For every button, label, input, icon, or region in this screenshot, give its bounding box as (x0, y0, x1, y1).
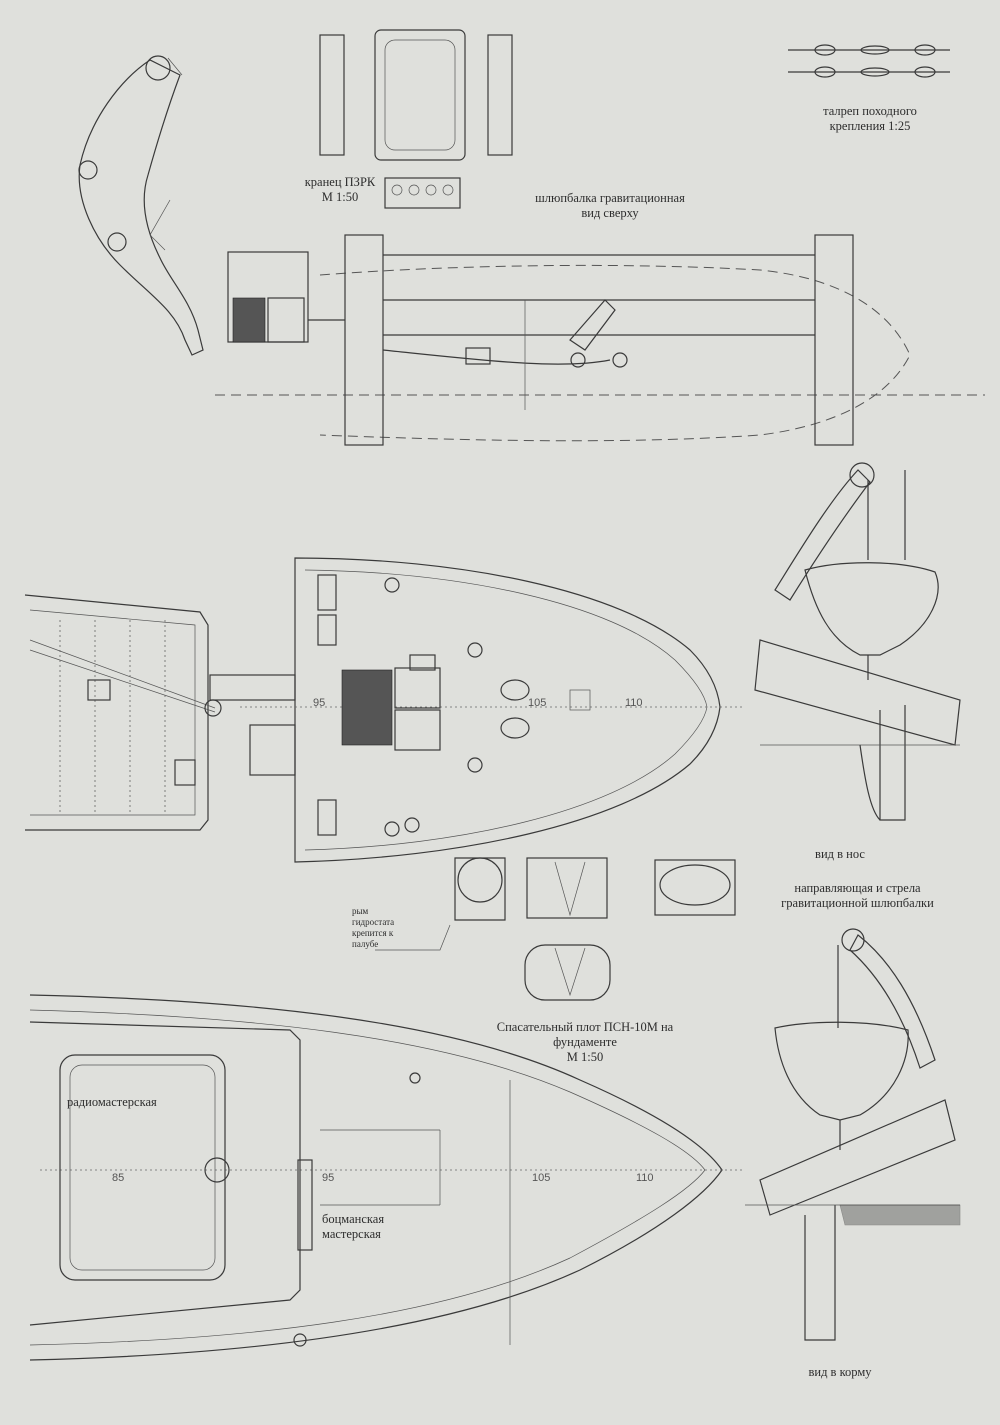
raft-title: Спасательный плот ПСН-10М на фундаменте … (496, 1020, 674, 1064)
fender-title: кранец ПЗРК М 1:50 (304, 175, 376, 204)
frame-number: 110 (625, 697, 643, 709)
frame-number: 95 (313, 697, 326, 709)
bosun-room-label: боцманская мастерская (322, 1212, 385, 1241)
hydrostat-note: рым гидростата крепится к палубе (352, 906, 395, 949)
davit-top-view-title: шлюпбалка гравитационная вид сверху (535, 191, 685, 220)
frame-number: 105 (528, 697, 547, 709)
view-stern-label: вид в корму (808, 1365, 872, 1379)
forecastle-plan (209, 557, 745, 863)
davit-bow-view (754, 462, 961, 821)
lashing-title: талреп походного крепления 1:25 (823, 104, 917, 133)
frame-number: 105 (532, 1172, 551, 1184)
davit-top-view (215, 234, 985, 446)
davit-arm-profile (78, 55, 204, 356)
frame-number: 85 (112, 1172, 125, 1184)
davit-stern-view (745, 928, 961, 1341)
guide-title: направляющая и стрела гравитационной шлю… (781, 881, 934, 910)
fender-drawings (319, 29, 513, 209)
frame-number: 95 (322, 1172, 335, 1184)
liferaft-drawings (375, 857, 736, 1001)
lashing-turnbuckle (788, 44, 950, 78)
deck-fragment-upper (24, 594, 222, 831)
frame-number: 110 (636, 1172, 654, 1184)
radio-room-label: радиомастерская (67, 1095, 157, 1109)
view-bow-label: вид в нос (815, 847, 865, 861)
lower-deck-plan (29, 994, 745, 1361)
